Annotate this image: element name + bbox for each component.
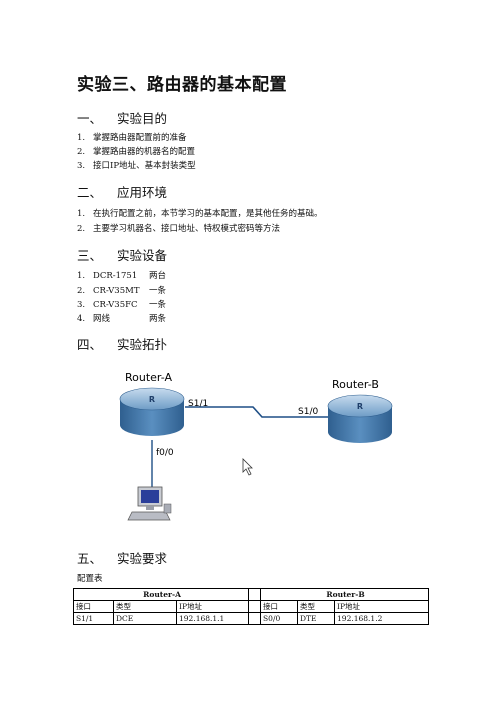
router-b-header: Router-B bbox=[260, 588, 430, 601]
column-header: 接口 bbox=[73, 600, 114, 613]
list-item: 2.主要学习机器名、接口地址、特权模式密码等方法 bbox=[77, 224, 281, 234]
section-heading-objectives: 一、实验目的 bbox=[77, 111, 168, 126]
column-header: IP地址 bbox=[175, 600, 250, 613]
table-row: S1/1 DCE 192.168.1.1 S0/0 DTE 192.168.1.… bbox=[73, 612, 430, 625]
column-header: 类型 bbox=[297, 600, 336, 613]
router-a-glyph: R bbox=[149, 395, 155, 404]
router-a-icon: R bbox=[119, 387, 185, 436]
port-pc-label: f0/0 bbox=[156, 448, 174, 458]
list-item: 3.接口IP地址、基本封装类型 bbox=[77, 161, 196, 171]
router-a-header: Router-A bbox=[72, 588, 250, 601]
table-column-row: 接口 类型 IP地址 接口 类型 IP地址 bbox=[73, 600, 430, 613]
section-heading-topology: 四、实验拓扑 bbox=[77, 337, 168, 352]
column-header: 接口 bbox=[260, 600, 299, 613]
section-heading-requirements: 五、实验要求 bbox=[77, 551, 168, 566]
column-header: IP地址 bbox=[334, 600, 430, 613]
config-table: Router-A Router-B 接口 类型 IP地址 接口 类型 IP地址 … bbox=[72, 588, 430, 625]
list-item: 4.网线两条 bbox=[77, 314, 167, 324]
section-heading-environment: 二、应用环境 bbox=[77, 185, 168, 200]
column-header: 类型 bbox=[113, 600, 177, 613]
list-item: 1.在执行配置之前，本节学习的基本配置，是其他任务的基础。 bbox=[77, 209, 323, 219]
section-heading-equipment: 三、实验设备 bbox=[77, 248, 168, 263]
router-b-glyph: R bbox=[357, 402, 363, 411]
port-b-label: S1/0 bbox=[298, 407, 318, 417]
router-a-label: Router-A bbox=[125, 371, 172, 384]
serial-link bbox=[185, 406, 328, 418]
page-title: 实验三、路由器的基本配置 bbox=[77, 75, 287, 95]
table-caption: 配置表 bbox=[77, 574, 103, 584]
list-item: 1.掌握路由器配置前的准备 bbox=[77, 133, 187, 143]
router-b-label: Router-B bbox=[332, 378, 379, 391]
cursor-icon bbox=[242, 458, 253, 476]
topology-diagram: R R Router-A Router-B S1/1 S1/0 f0/0 bbox=[119, 371, 393, 521]
port-a-label: S1/1 bbox=[188, 399, 208, 409]
router-b-icon: R bbox=[327, 394, 393, 443]
list-item: 2.掌握路由器的机器名的配置 bbox=[77, 147, 196, 157]
pc-icon bbox=[127, 486, 172, 521]
table-header-row: Router-A Router-B bbox=[72, 588, 430, 601]
